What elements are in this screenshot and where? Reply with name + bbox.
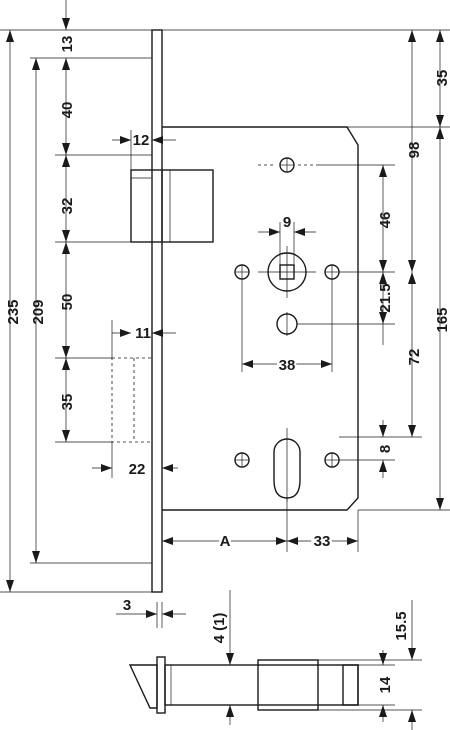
dim-3: 3 (123, 597, 131, 614)
dim-11: 11 (135, 325, 151, 342)
lock-case (162, 126, 359, 511)
dim-21-5: 21.5 (377, 283, 394, 312)
cylinder-cutout (273, 438, 301, 499)
dim-46: 46 (377, 212, 394, 229)
dim-15-5: 15.5 (393, 611, 410, 640)
dim-35-left: 35 (59, 394, 76, 411)
dim-14: 14 (377, 676, 394, 693)
dim-72: 72 (406, 349, 423, 366)
dim-40: 40 (59, 102, 76, 119)
dim-4-1: 4 (1) (211, 613, 228, 644)
dim-33: 33 (314, 533, 331, 550)
dead-bolt-retracted (111, 357, 153, 443)
dim-165: 165 (434, 307, 450, 332)
section-faceplate (156, 656, 166, 714)
latch-bolt (130, 169, 214, 243)
dim-12: 12 (133, 132, 150, 149)
section-hub (257, 659, 319, 711)
dim-98: 98 (406, 142, 423, 159)
dim-235: 235 (5, 299, 22, 324)
dim-50: 50 (59, 294, 76, 311)
dim-38: 38 (279, 357, 296, 374)
faceplate (151, 29, 163, 593)
dim-13: 13 (59, 36, 76, 53)
section-case (164, 664, 359, 706)
dim-9: 9 (283, 214, 291, 231)
section-end (342, 664, 359, 706)
dim-209: 209 (30, 299, 47, 324)
section-latch-tip (128, 664, 158, 709)
dim-A: A (220, 533, 231, 550)
dim-22: 22 (129, 461, 146, 478)
dim-8: 8 (377, 445, 394, 453)
dim-32: 32 (59, 198, 76, 215)
dim-35-right: 35 (434, 70, 450, 87)
